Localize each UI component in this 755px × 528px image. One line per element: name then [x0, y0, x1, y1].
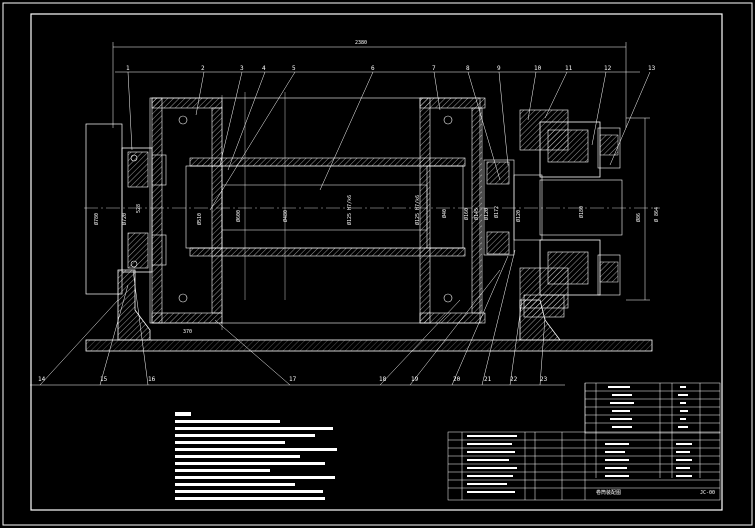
dim-d600: Ø600: [235, 210, 242, 222]
dim-d510: Ø510: [196, 213, 203, 225]
dimension-texts: Ø780 Ø720 528 Ø510 Ø600 Ø480 Ø125 H7/k6 …: [93, 195, 660, 335]
dim-d720: Ø720: [121, 213, 128, 225]
dim-d86: Ø86: [635, 213, 642, 222]
part-label-9: 9: [497, 65, 501, 72]
part-label-16: 16: [148, 376, 156, 383]
dim-d145: Ø145: [473, 208, 480, 220]
part-label-12: 12: [604, 65, 612, 72]
part-label-6: 6: [371, 65, 375, 72]
part-label-11: 11: [565, 65, 573, 72]
dim-d160: Ø160: [463, 208, 470, 220]
dim-shaft2: Ø125 H7/k6: [414, 195, 421, 225]
dim-d180: Ø180: [578, 206, 585, 218]
dim-d780: Ø780: [93, 213, 100, 225]
left-bearing-housing: [85, 123, 167, 295]
drum-body: [149, 92, 486, 330]
dim-d172: Ø172: [493, 206, 500, 218]
dim-528: 528: [136, 204, 142, 213]
leader-lines-bottom: [30, 249, 565, 386]
parts-list-entries: [608, 386, 688, 428]
dim-d480: Ø480: [282, 210, 289, 222]
title-block-entries: [467, 435, 692, 493]
part-label-13: 13: [648, 65, 656, 72]
dim-d40: Ø40: [441, 209, 448, 218]
technical-requirements: [175, 412, 337, 500]
part-label-22: 22: [510, 376, 518, 383]
title-block: [447, 383, 721, 501]
part-label-23: 23: [540, 376, 548, 383]
part-label-8: 8: [466, 65, 470, 72]
dim-370: 370: [183, 329, 192, 335]
part-label-3: 3: [240, 65, 244, 72]
dim-d120b: Ø120: [515, 210, 522, 222]
part-label-1: 1: [126, 65, 130, 72]
part-label-2: 2: [201, 65, 205, 72]
part-label-18: 18: [379, 376, 387, 383]
part-label-10: 10: [534, 65, 542, 72]
part-label-21: 21: [484, 376, 492, 383]
part-label-15: 15: [100, 376, 108, 383]
part-label-20: 20: [453, 376, 461, 383]
title-block-drawing-no: JC-00: [700, 490, 715, 496]
overall-dimension: 2380: [112, 40, 627, 128]
inner-border: [30, 13, 723, 511]
dim-d864: Ø 864: [653, 207, 660, 222]
dim-d120: Ø120: [483, 208, 490, 220]
right-gear-assembly: [483, 109, 650, 318]
dim-shaft: Ø125 H7/k6: [346, 195, 353, 225]
part-label-14: 14: [38, 376, 46, 383]
part-label-17: 17: [289, 376, 297, 383]
part-number-labels-top: 1 2 3 4 5 6 7 8 9 10 11 12 13: [126, 65, 656, 72]
part-label-7: 7: [432, 65, 436, 72]
title-block-name: 卷筒装配图: [596, 489, 621, 496]
part-label-19: 19: [411, 376, 419, 383]
part-number-labels-bottom: 14 15 16 17 18 19 20 21 22 23: [38, 376, 548, 383]
part-label-4: 4: [262, 65, 266, 72]
part-label-5: 5: [292, 65, 296, 72]
overall-dimension-text: 2380: [355, 40, 367, 46]
